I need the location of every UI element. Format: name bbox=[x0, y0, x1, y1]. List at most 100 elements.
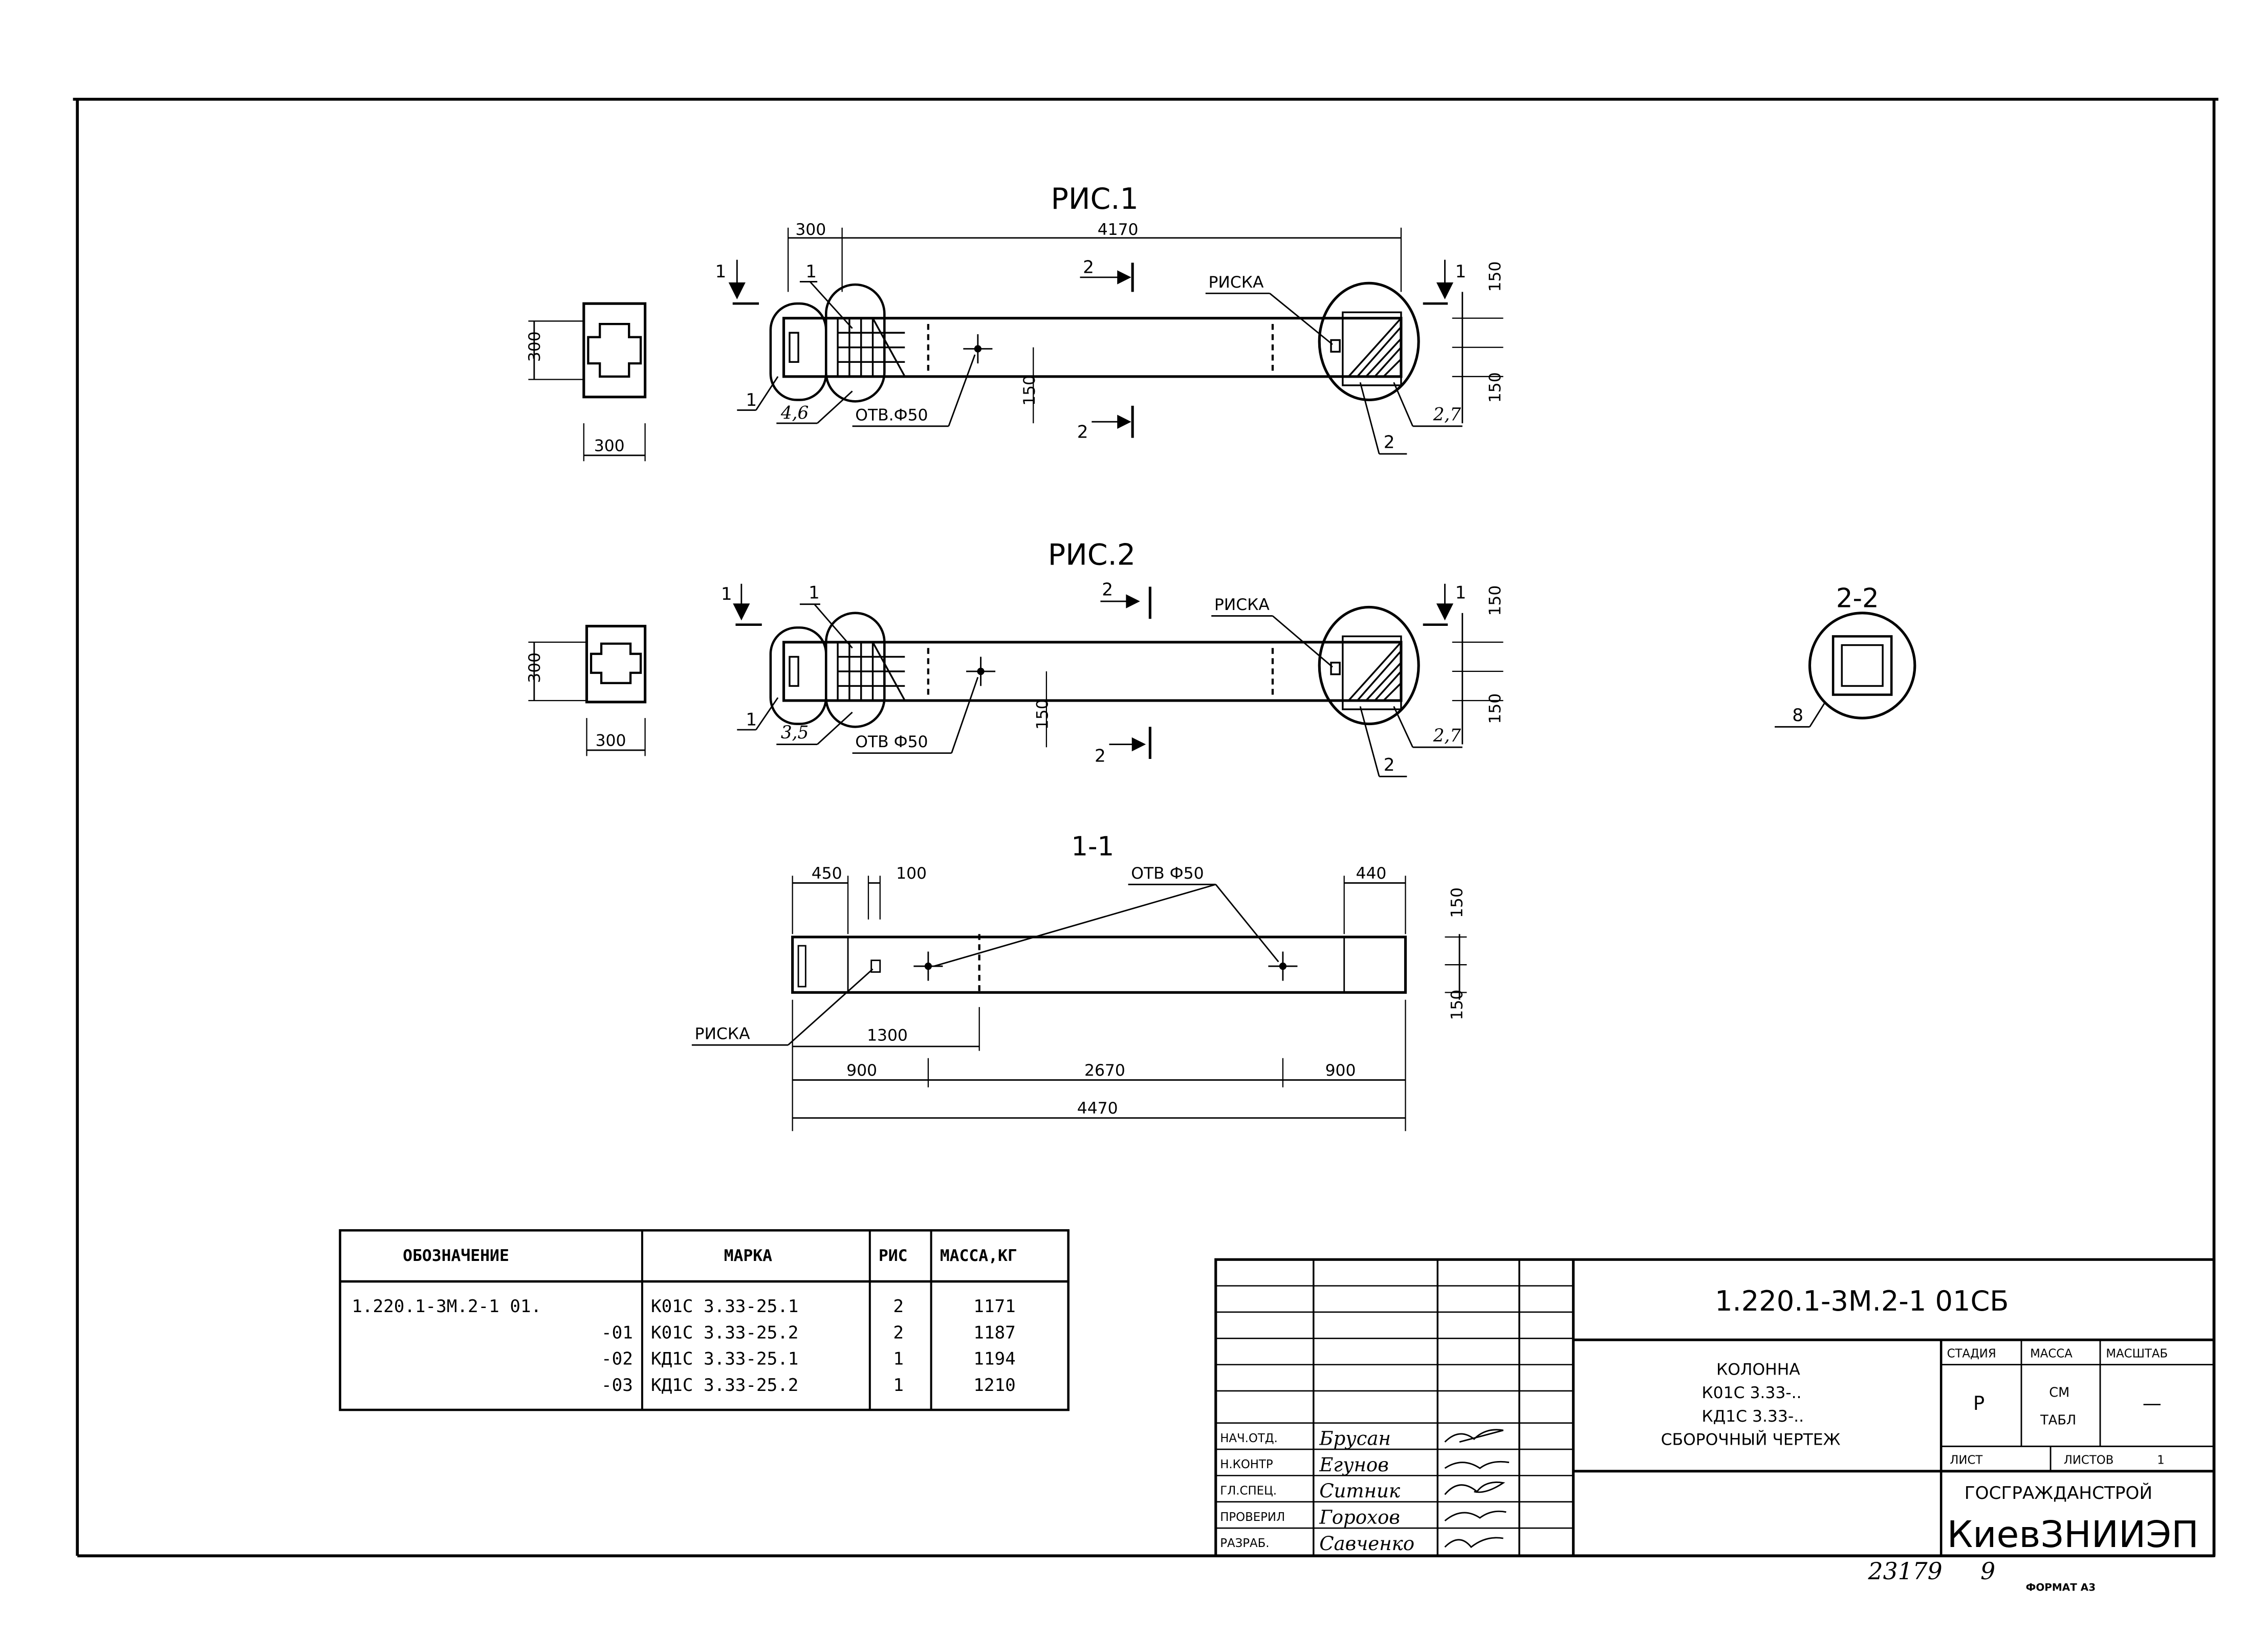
spec-row-1-fig: 2 bbox=[893, 1296, 904, 1317]
role-checked: ПРОВЕРИЛ bbox=[1220, 1511, 1285, 1524]
mass-value-line-1: СМ bbox=[2049, 1385, 2069, 1400]
mass-value-line-2: ТАБЛ bbox=[2040, 1413, 2076, 1428]
product-name-line-3: КД1С 3.33-.. bbox=[1702, 1407, 1804, 1426]
footer: 23179 9 ФОРМАТ А3 bbox=[1868, 1558, 2096, 1594]
document-number: 1.220.1-3М.2-1 01СБ bbox=[1715, 1285, 2009, 1317]
spec-header-mark: МАРКА bbox=[724, 1247, 773, 1265]
fig2-callout-1b: 1 bbox=[746, 709, 757, 730]
spec-row-4-mass: 1210 bbox=[973, 1375, 1015, 1396]
fig2-width-dim: 300 bbox=[596, 731, 626, 750]
fig2-cut2-top: 2 bbox=[1102, 580, 1113, 600]
fig1-pos-2: 2 bbox=[1384, 432, 1395, 453]
figure-2-title: РИС.2 bbox=[1048, 538, 1136, 572]
org-line-2: КиевЗНИИЭП bbox=[1947, 1513, 2199, 1556]
figure-1-right-dims: 150 150 150 bbox=[1020, 262, 1504, 424]
fig2-cut1-left: 1 bbox=[721, 584, 732, 604]
name-norm-control: Егунов bbox=[1319, 1454, 1389, 1476]
spec-row-2-designation: -01 bbox=[601, 1322, 633, 1343]
format-label: ФОРМАТ А3 bbox=[2026, 1581, 2096, 1594]
fig1-hole-label: ОТВ.Ф50 bbox=[855, 406, 928, 424]
product-name-line-1: КОЛОННА bbox=[1716, 1361, 1800, 1379]
sec11-dim-450: 450 bbox=[812, 864, 842, 883]
sec11-v150-top: 150 bbox=[1448, 887, 1467, 918]
figure-1-column bbox=[769, 281, 1420, 403]
fig1-cut1-right: 1 bbox=[1455, 262, 1466, 282]
spec-row-3-fig: 1 bbox=[893, 1349, 904, 1369]
fig1-callout-1b: 1 bbox=[746, 390, 757, 410]
name-checked: Горохов bbox=[1319, 1506, 1400, 1528]
role-chief-spec: ГЛ.СПЕЦ. bbox=[1220, 1484, 1277, 1497]
spec-row-2-mass: 1187 bbox=[973, 1322, 1015, 1343]
stage-value: Р bbox=[1973, 1392, 1984, 1414]
section-1-1-title: 1-1 bbox=[1071, 831, 1114, 862]
fig1-callout-1a: 1 bbox=[805, 262, 817, 282]
org-line-1: ГОСГРАЖДАНСТРОЙ bbox=[1965, 1483, 2152, 1504]
figure-2-cross-section: 300 300 bbox=[526, 624, 647, 756]
section-1-1: 1-1 450 100 440 ОТВ Ф5 bbox=[691, 831, 1467, 1131]
fig1-bottom-offset: 150 bbox=[1486, 372, 1504, 403]
role-developed: РАЗРАБ. bbox=[1220, 1537, 1269, 1550]
fig2-mark-label: РИСКА bbox=[1214, 596, 1270, 614]
mass-header: МАССА bbox=[2030, 1347, 2073, 1360]
name-chief-spec: Ситник bbox=[1319, 1480, 1401, 1502]
fig2-pos-27: 2,7 bbox=[1433, 726, 1462, 746]
fig1-width-dim: 300 bbox=[594, 437, 625, 455]
figure-1-callouts: 1 1 4,6 ОТВ.Ф50 РИСКА 2,7 2 bbox=[737, 262, 1463, 455]
scale-value: — bbox=[2143, 1392, 2162, 1414]
spec-row-3-mass: 1194 bbox=[973, 1349, 1015, 1369]
sec11-v150-bottom: 150 bbox=[1448, 990, 1467, 1020]
sec11-dim-2670: 2670 bbox=[1084, 1061, 1125, 1080]
spec-row-1-mark: К01С 3.33-25.1 bbox=[651, 1296, 798, 1317]
fig1-cut1-left: 1 bbox=[715, 262, 726, 282]
spec-row-1-mass: 1171 bbox=[973, 1296, 1015, 1317]
spec-table: ОБОЗНАЧЕНИЕ МАРКА РИС МАССА,КГ 1.220.1-3… bbox=[339, 1229, 1070, 1411]
sheets-header: ЛИСТОВ bbox=[2064, 1454, 2114, 1467]
role-head-dept: НАЧ.ОТД. bbox=[1220, 1432, 1278, 1445]
spec-row-2-mark: К01С 3.33-25.2 bbox=[651, 1322, 798, 1343]
fig2-cut1-right: 1 bbox=[1455, 582, 1466, 603]
name-developed: Савченко bbox=[1319, 1533, 1414, 1555]
sec22-pos-8: 8 bbox=[1792, 705, 1803, 726]
sec11-dim-440: 440 bbox=[1356, 864, 1387, 883]
section-2-2: 2-2 8 bbox=[1775, 583, 1916, 728]
stage-header: СТАДИЯ bbox=[1947, 1347, 1996, 1360]
signatures bbox=[1444, 1429, 1510, 1549]
spec-header-fig: РИС bbox=[879, 1247, 908, 1265]
figure-2-section-marks: 1 1 2 2 bbox=[721, 580, 1466, 767]
fig1-span: 4170 bbox=[1098, 221, 1139, 239]
figure-1-section-marks: 1 1 2 2 bbox=[715, 257, 1466, 442]
figure-2: РИС.2 300 300 bbox=[526, 538, 1504, 777]
spec-row-1-designation: 1.220.1-3М.2-1 01. bbox=[352, 1296, 541, 1317]
sec11-dim-900-right: 900 bbox=[1325, 1061, 1356, 1080]
spec-row-4-designation: -03 bbox=[601, 1375, 633, 1396]
inventory-sheet: 9 bbox=[1980, 1558, 1995, 1585]
section-2-2-title: 2-2 bbox=[1836, 583, 1879, 614]
sec11-dim-4470: 4470 bbox=[1077, 1099, 1118, 1118]
title-block: НАЧ.ОТД. Н.КОНТР ГЛ.СПЕЦ. ПРОВЕРИЛ РАЗРА… bbox=[1214, 1258, 2216, 1557]
fig1-pos-46: 4,6 bbox=[780, 403, 809, 424]
fig1-cut2-bottom: 2 bbox=[1077, 422, 1088, 443]
sec11-dim-100: 100 bbox=[896, 864, 927, 883]
fig1-top-offset: 150 bbox=[1486, 262, 1504, 292]
sec11-dim-900-left: 900 bbox=[846, 1061, 877, 1080]
spec-row-3-designation: -02 bbox=[601, 1349, 633, 1369]
fig2-top-offset: 150 bbox=[1486, 585, 1504, 616]
spec-row-3-mark: КД1С 3.33-25.1 bbox=[651, 1349, 798, 1369]
fig2-height-dim: 300 bbox=[526, 652, 544, 683]
figure-2-callouts: 1 1 3,5 ОТВ Ф50 РИСКА 2,7 2 bbox=[737, 582, 1463, 777]
fig2-cut2-bottom: 2 bbox=[1095, 746, 1106, 767]
fig2-pos-35: 3,5 bbox=[781, 723, 809, 743]
fig1-pos-27: 2,7 bbox=[1433, 404, 1462, 425]
spec-row-4-mark: КД1С 3.33-25.2 bbox=[651, 1375, 798, 1396]
spec-row-2-fig: 2 bbox=[893, 1322, 904, 1343]
inventory-number: 23179 bbox=[1868, 1558, 1943, 1585]
name-head-dept: Брусан bbox=[1319, 1427, 1391, 1449]
figure-1-top-dims: 300 4170 bbox=[787, 221, 1402, 292]
product-name-line-2: К01С 3.33-.. bbox=[1702, 1384, 1801, 1402]
sec11-hole-label: ОТВ Ф50 bbox=[1131, 864, 1204, 883]
figure-2-column bbox=[769, 605, 1420, 728]
spec-header-mass: МАССА,КГ bbox=[940, 1247, 1017, 1265]
figure-1-cross-section: 300 300 bbox=[526, 302, 647, 462]
fig1-mark-label: РИСКА bbox=[1208, 273, 1264, 292]
